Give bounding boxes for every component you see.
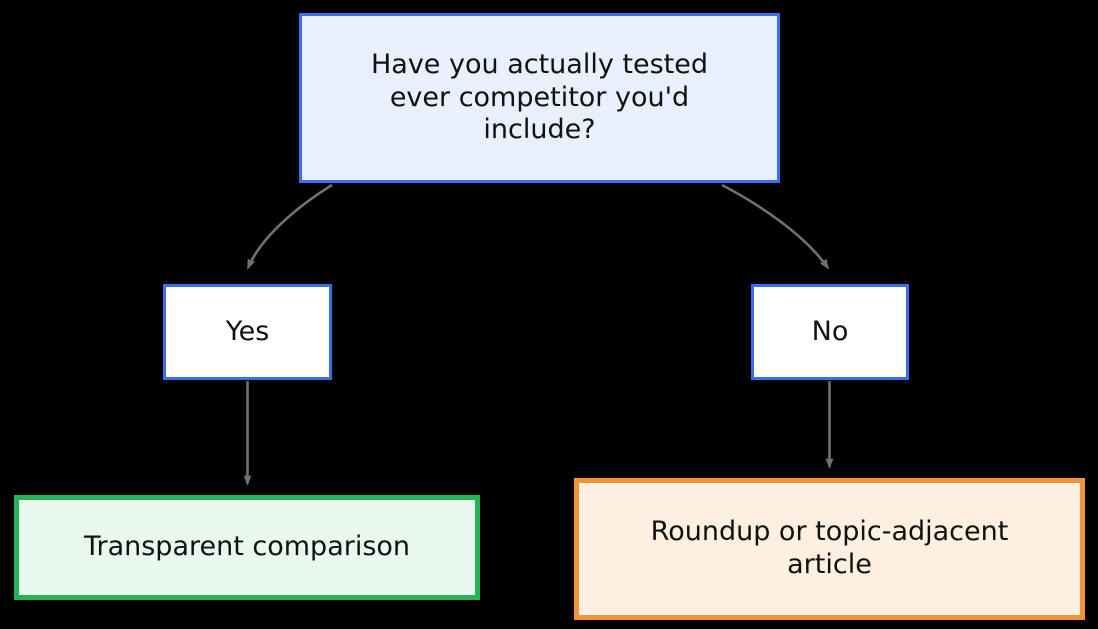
decision-node-label: Have you actually tested ever competitor… (370, 48, 708, 146)
transparent-comparison-node[interactable]: Transparent comparison (14, 495, 480, 600)
roundup-node[interactable]: Roundup or topic-adjacent article (574, 478, 1085, 620)
edge-decision-to-yes (246, 183, 333, 270)
edge-decision-to-no (721, 183, 830, 270)
yes-node-label: Yes (225, 315, 270, 347)
transparent-comparison-node-label: Transparent comparison (83, 531, 411, 563)
no-node[interactable]: No (751, 284, 909, 380)
roundup-node-label: Roundup or topic-adjacent article (650, 516, 1009, 580)
no-node-label: No (811, 315, 849, 347)
decision-node[interactable]: Have you actually tested ever competitor… (299, 13, 780, 183)
yes-node[interactable]: Yes (163, 284, 332, 380)
